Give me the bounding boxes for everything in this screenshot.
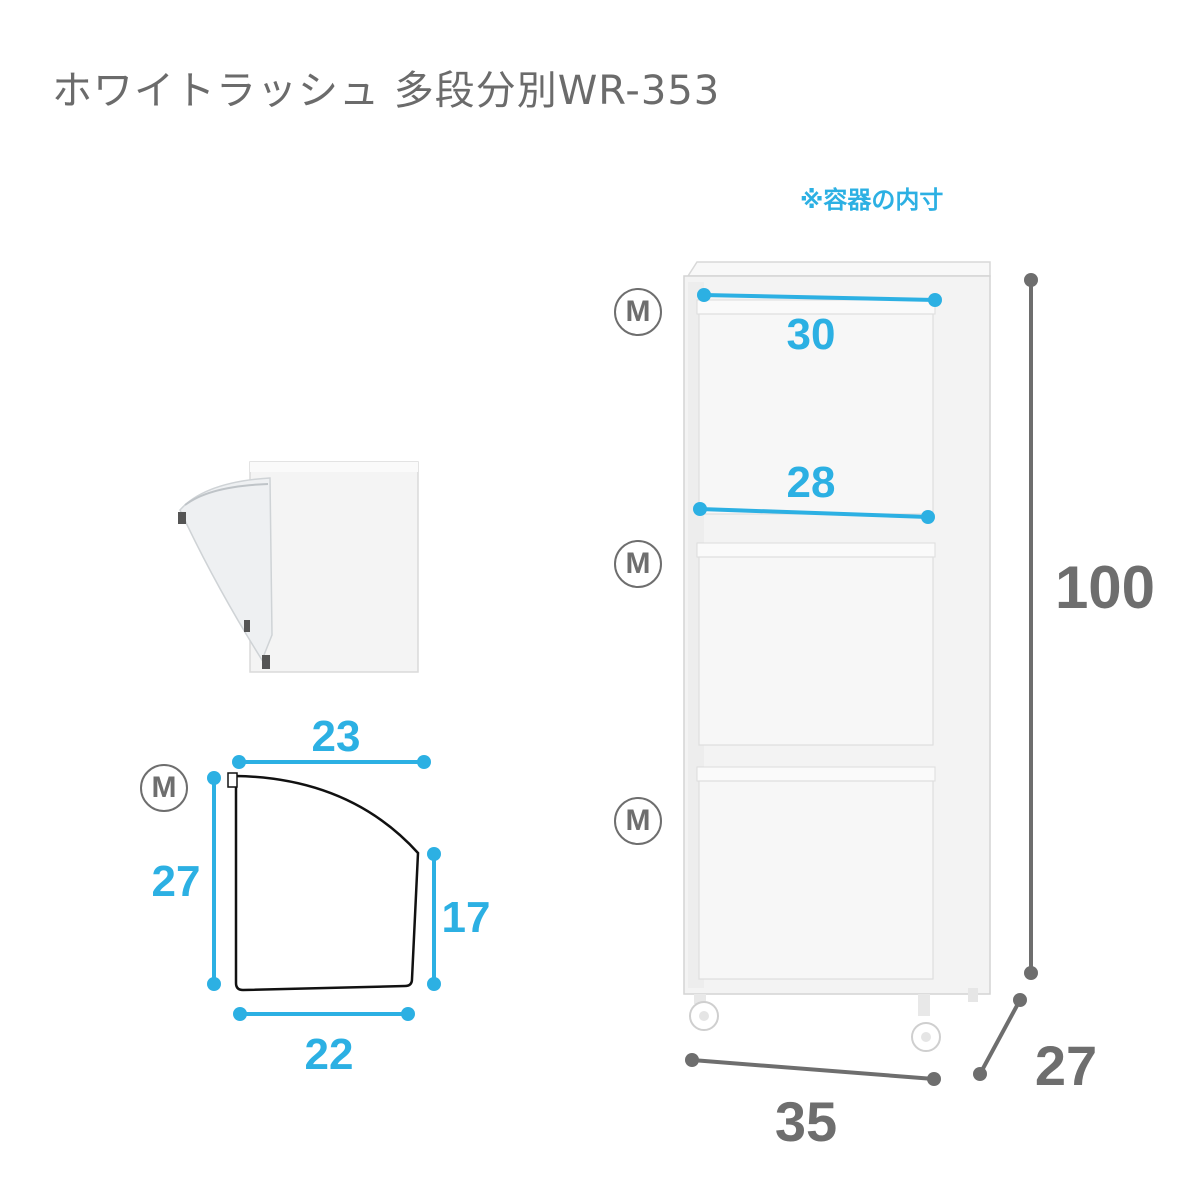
drawer-3 <box>698 780 934 980</box>
label-container-top-width: 30 <box>787 310 836 359</box>
drawer-2-handle <box>696 542 936 558</box>
side-view-hinge-mid <box>244 620 250 632</box>
label-bin-front-height: 17 <box>442 893 491 942</box>
outer-dimension-lines <box>685 273 1038 1086</box>
size-mark-m-top: M <box>614 288 662 336</box>
caster-right <box>911 994 941 1052</box>
label-bin-top: 23 <box>312 712 361 761</box>
side-view-top <box>250 462 418 472</box>
side-view-body <box>249 461 419 673</box>
dim-line-28 <box>699 507 929 519</box>
caster-back <box>968 988 978 1002</box>
dim-line-27-depth <box>978 999 1022 1075</box>
side-view-hinge-top <box>178 512 186 524</box>
bin-outline <box>234 774 420 992</box>
side-view-bin-rim <box>184 483 269 506</box>
caster-left <box>689 994 719 1031</box>
label-height: 100 <box>1055 554 1155 621</box>
bin-lip <box>227 772 238 788</box>
drawer-2 <box>698 556 934 746</box>
size-mark-m-bottom: M <box>614 797 662 845</box>
dim-line-30 <box>703 293 936 302</box>
drawer-1 <box>698 313 934 515</box>
label-container-bottom-width: 28 <box>787 458 836 507</box>
cabinet-top <box>686 261 991 277</box>
label-width: 35 <box>775 1090 837 1153</box>
cabinet <box>683 261 991 1052</box>
size-mark-m-middle: M <box>614 540 662 588</box>
size-mark-m-bin: M <box>140 764 188 812</box>
side-view <box>178 461 419 673</box>
inner-dimension-lines <box>207 288 942 1021</box>
label-depth: 27 <box>1035 1034 1097 1097</box>
label-bin-bottom: 22 <box>305 1030 354 1079</box>
bin-section <box>227 772 420 992</box>
drawer-3-handle <box>696 766 936 782</box>
label-bin-back-height: 27 <box>152 857 201 906</box>
side-view-hinge-bottom <box>262 655 270 669</box>
product-title: ホワイトラッシュ 多段分別WR-353 <box>52 68 721 114</box>
side-view-open-bin <box>179 477 273 662</box>
dim-line-35 <box>691 1058 935 1081</box>
inner-dimension-note: ※容器の内寸 <box>800 186 944 214</box>
